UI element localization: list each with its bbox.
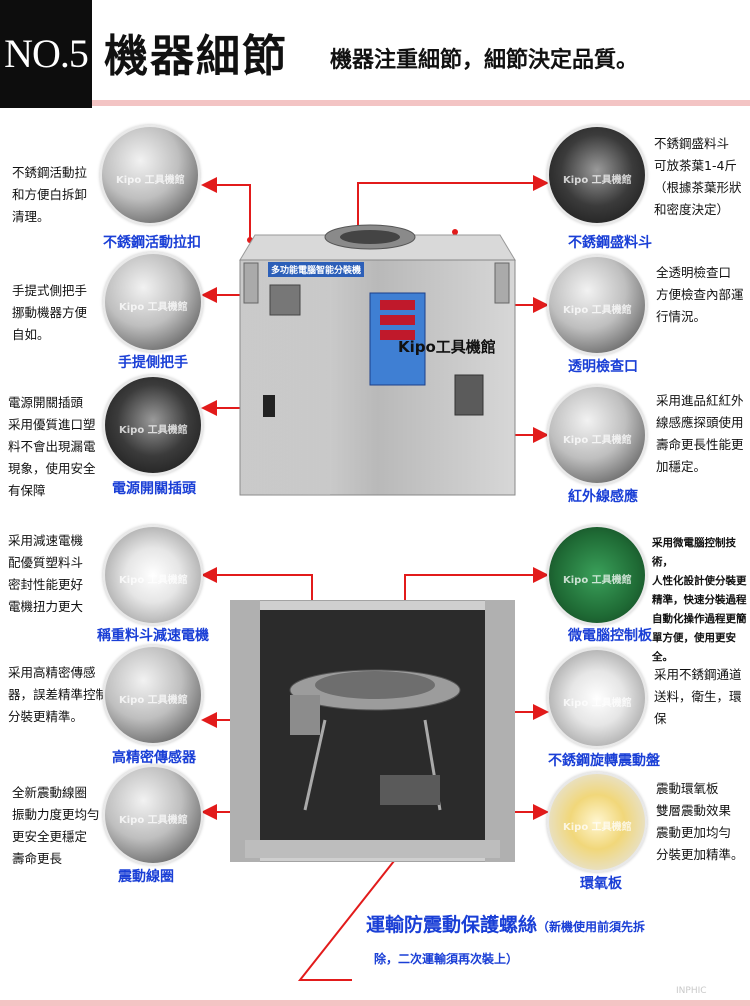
page-header: NO.5 機器細節 機器注重細節，細節決定品質。 bbox=[0, 0, 750, 108]
handle-caption: 手提側把手 bbox=[118, 355, 188, 371]
board-caption: 微電腦控制板 bbox=[568, 628, 652, 644]
sensor-desc: 采用高精密傳感器，誤差精準控制分裝更精準。 bbox=[8, 665, 109, 724]
pull-rod-photo: Kipo 工具機館 bbox=[100, 125, 200, 225]
page-title: 機器細節 bbox=[104, 31, 288, 82]
machine-interior-image bbox=[230, 600, 515, 862]
coil-caption: 震動線圈 bbox=[118, 869, 174, 885]
board-photo: Kipo 工具機館 bbox=[547, 525, 647, 625]
shipping-screw-notice-cont: 除，二次運輸須再次裝上） bbox=[374, 952, 519, 966]
board-desc: 采用微電腦控制技術，人性化設計使分裝更精準，快速分裝過程自動化操作過程更簡單方便… bbox=[652, 537, 747, 663]
machine-label: 多功能電腦智能分裝機 bbox=[268, 262, 365, 277]
infrared-caption: 紅外線感應 bbox=[568, 489, 638, 505]
footer-watermark: INPHIC bbox=[676, 986, 707, 996]
coil-desc: 全新震動線圈振動力度更均勻更安全更穩定壽命更長 bbox=[12, 785, 100, 866]
infrared-photo: Kipo 工具機館 bbox=[547, 385, 647, 485]
window-caption: 透明檢查口 bbox=[568, 359, 638, 375]
pull-rod-caption: 不銹鋼活動拉扣 bbox=[103, 235, 201, 251]
vibe-plate-caption: 不銹鋼旋轉震動盤 bbox=[548, 753, 660, 769]
handle-desc: 手提式側把手挪動機器方便自如。 bbox=[12, 283, 88, 342]
epoxy-caption: 環氧板 bbox=[580, 876, 622, 892]
infrared-desc: 采用進品紅紅外線感應探頭使用壽命更長性能更加穩定。 bbox=[656, 393, 744, 474]
hopper-desc: 不銹鋼盛料斗可放茶葉1-4斤（根據茶葉形狀和密度決定） bbox=[654, 136, 742, 217]
vibe-plate-desc: 采用不銹鋼通道送料，衛生，環保 bbox=[654, 667, 742, 726]
header-divider bbox=[92, 100, 750, 106]
socket-photo: Kipo 工具機館 bbox=[103, 375, 203, 475]
filling-machine-image bbox=[239, 224, 516, 496]
vibe-plate-photo: Kipo 工具機館 bbox=[547, 648, 647, 748]
shipping-screw-notice: 運輸防震動保護螺絲（新機使用前須先拆 bbox=[366, 914, 646, 936]
section-badge: NO.5 bbox=[0, 0, 92, 108]
window-photo: Kipo 工具機館 bbox=[547, 255, 647, 355]
pull-rod-desc: 不銹鋼活動拉和方便白拆卸清理。 bbox=[12, 165, 88, 224]
window-desc: 全透明檢查口方便檢查內部運行情況。 bbox=[656, 265, 744, 324]
sensor-photo: Kipo 工具機館 bbox=[103, 645, 203, 745]
motor-desc: 采用減速電機配優質塑料斗密封性能更好電機扭力更大 bbox=[8, 533, 84, 614]
handle-photo: Kipo 工具機館 bbox=[103, 252, 203, 352]
machine-brand-watermark: Kipo工具機館 bbox=[398, 338, 496, 356]
motor-caption: 稱重料斗減速電機 bbox=[97, 628, 209, 644]
sensor-caption: 高精密傳感器 bbox=[112, 750, 196, 766]
motor-photo: Kipo 工具機館 bbox=[103, 525, 203, 625]
hopper-caption: 不銹鋼盛料斗 bbox=[568, 235, 652, 251]
hopper-photo: Kipo 工具機館 bbox=[547, 125, 647, 225]
socket-caption: 電源開關插頭 bbox=[112, 481, 196, 497]
coil-photo: Kipo 工具機館 bbox=[103, 765, 203, 865]
socket-desc: 電源開關插頭采用優質進口塑料不會出現漏電現象，使用安全有保障 bbox=[8, 395, 96, 498]
footer-divider bbox=[0, 1000, 750, 1006]
epoxy-desc: 震動環氧板雙層震動效果震動更加均勻分裝更加精準。 bbox=[656, 781, 744, 862]
page-tagline: 機器注重細節，細節決定品質。 bbox=[330, 48, 639, 73]
epoxy-photo: Kipo 工具機館 bbox=[547, 772, 647, 872]
